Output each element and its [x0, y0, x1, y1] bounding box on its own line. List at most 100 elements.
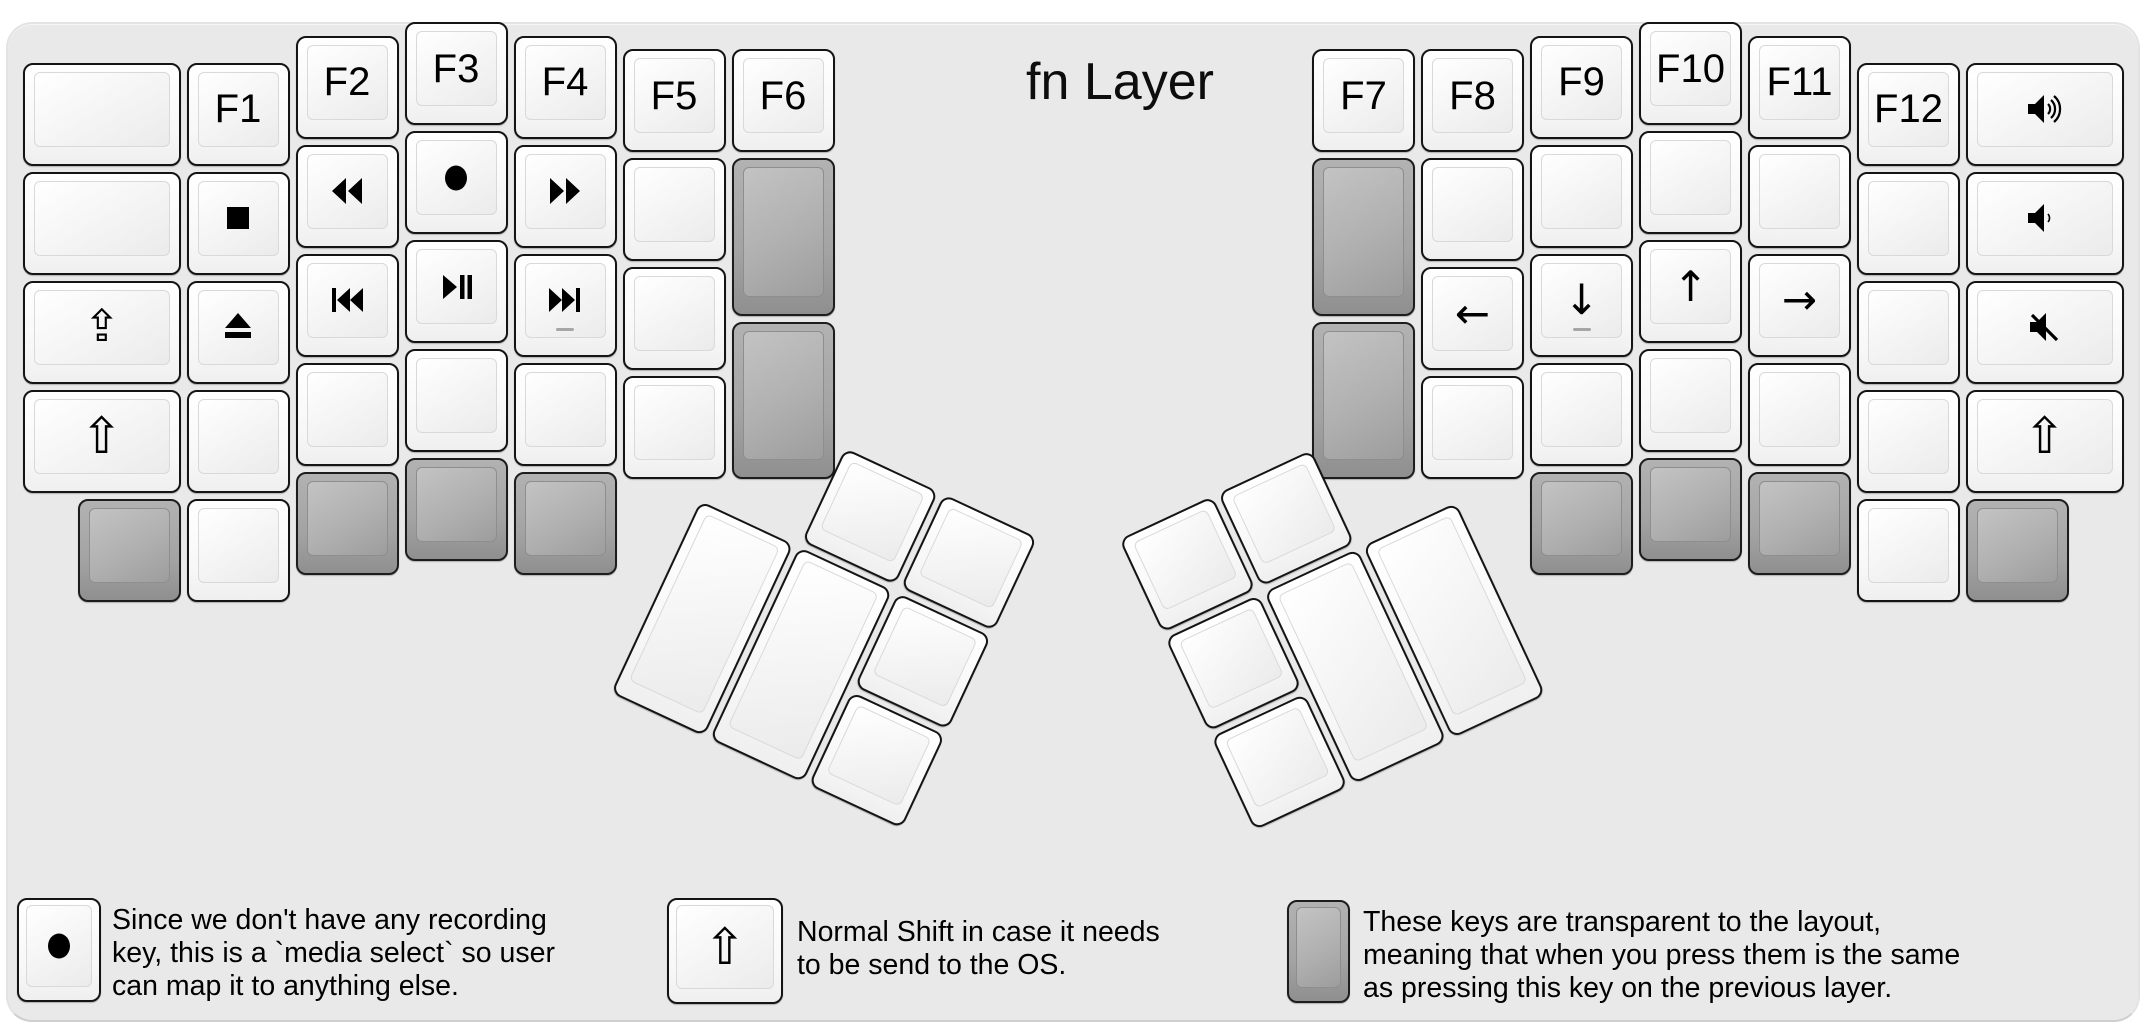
key-f9[interactable]: F9 [1530, 35, 1633, 139]
key-blank[interactable] [1639, 131, 1742, 234]
keycap: ↑ [1650, 249, 1731, 324]
keycap [524, 480, 606, 556]
key-glyph: F11 [1766, 60, 1833, 105]
keycap [1868, 289, 1949, 365]
keycap [524, 262, 606, 338]
key-shift-right[interactable]: ⇧ [1966, 389, 2124, 493]
key-glyph: F9 [1558, 60, 1605, 105]
key-transparent[interactable] [77, 498, 181, 602]
key-f7[interactable]: F7 [1312, 49, 1415, 153]
keycap [524, 371, 606, 447]
key-blank[interactable] [404, 349, 508, 452]
key-blank[interactable] [1421, 158, 1524, 262]
keycap [1759, 371, 1840, 447]
key-next-track[interactable] [513, 253, 617, 357]
key-arrow-down[interactable]: ↓ [1530, 253, 1633, 357]
key-prev-track[interactable] [295, 253, 399, 357]
record-icon [48, 933, 70, 959]
key-f11[interactable]: F11 [1748, 35, 1851, 139]
key-transparent[interactable] [731, 321, 835, 480]
keycap: ↓ [1541, 262, 1622, 338]
mute-icon [2029, 313, 2058, 342]
prev-track-icon [332, 288, 363, 313]
key-blank[interactable] [186, 389, 290, 493]
key-blank[interactable] [295, 362, 399, 466]
key-transparent-note-sample [1287, 900, 1350, 1003]
key-eject[interactable] [186, 280, 290, 384]
key-blank[interactable] [23, 62, 181, 166]
keycap [26, 905, 92, 987]
key-f10[interactable]: F10 [1639, 22, 1742, 125]
keycap [1650, 467, 1731, 542]
keycap: F5 [633, 58, 715, 134]
key-blank[interactable] [1530, 362, 1633, 466]
key-arrow-left[interactable]: ← [1421, 267, 1524, 371]
transparent-note-text: These keys are transparent to the layout… [1363, 906, 1960, 1005]
key-f1[interactable]: F1 [186, 62, 290, 166]
key-arrow-right[interactable]: → [1748, 253, 1851, 357]
key-mute[interactable] [1966, 280, 2124, 384]
key-blank[interactable] [622, 158, 726, 262]
key-fast-forward[interactable] [513, 144, 617, 248]
key-blank[interactable] [186, 498, 290, 602]
homing-bar [1572, 327, 1591, 331]
key-stop[interactable] [186, 171, 290, 275]
key-transparent[interactable] [1530, 471, 1633, 575]
key-blank[interactable] [622, 376, 726, 480]
keycap: ← [1432, 276, 1513, 352]
keycap [197, 180, 279, 256]
key-blank[interactable] [513, 362, 617, 466]
key-blank[interactable] [1748, 144, 1851, 248]
key-glyph: F7 [1340, 73, 1387, 118]
key-blank[interactable] [1530, 144, 1633, 248]
key-f3[interactable]: F3 [404, 22, 508, 125]
key-blank[interactable] [1748, 362, 1851, 466]
homing-bar [556, 327, 574, 331]
key-transparent[interactable] [295, 471, 399, 575]
key-blank[interactable] [23, 171, 181, 275]
key-f8[interactable]: F8 [1421, 49, 1524, 153]
key-transparent[interactable] [1639, 458, 1742, 561]
key-transparent[interactable] [1966, 498, 2069, 602]
keycap [197, 507, 279, 583]
legend-text-line: These keys are transparent to the layout… [1363, 906, 1882, 938]
key-volume-down[interactable] [1966, 171, 2124, 275]
key-transparent[interactable] [1312, 158, 1415, 316]
key-glyph: ⇪ [83, 301, 121, 353]
key-glyph: F10 [1656, 46, 1725, 91]
key-blank[interactable] [1857, 498, 1960, 602]
key-arrow-up[interactable]: ↑ [1639, 240, 1742, 343]
key-blank[interactable] [1857, 280, 1960, 384]
key-play-pause[interactable] [404, 240, 508, 343]
key-transparent[interactable] [513, 471, 617, 575]
keycap [1541, 371, 1622, 447]
key-record[interactable] [404, 131, 508, 234]
key-f5[interactable]: F5 [622, 49, 726, 153]
keycap [742, 330, 824, 461]
key-glyph: F3 [432, 46, 480, 91]
key-transparent[interactable] [1312, 321, 1415, 480]
key-blank[interactable] [622, 267, 726, 371]
key-f12[interactable]: F12 [1857, 62, 1960, 166]
keycap [306, 371, 388, 447]
key-f6[interactable]: F6 [731, 49, 835, 153]
key-caps-lock[interactable]: ⇪ [23, 280, 181, 384]
key-f2[interactable]: F2 [295, 35, 399, 139]
key-volume-up[interactable] [1966, 62, 2124, 166]
key-blank[interactable] [1857, 171, 1960, 275]
key-rewind[interactable] [295, 144, 399, 248]
key-blank[interactable] [1857, 389, 1960, 493]
key-shift-left[interactable]: ⇧ [23, 389, 181, 493]
key-blank[interactable] [1639, 349, 1742, 452]
key-transparent[interactable] [731, 158, 835, 316]
key-transparent[interactable] [404, 458, 508, 561]
key-transparent[interactable] [1748, 471, 1851, 575]
key-f4[interactable]: F4 [513, 35, 617, 139]
keycap [1868, 398, 1949, 474]
keycap [306, 153, 388, 229]
keycap: F6 [742, 58, 824, 134]
keycap: → [1759, 262, 1840, 338]
key-blank[interactable] [1421, 376, 1524, 480]
keycap: F2 [306, 44, 388, 120]
